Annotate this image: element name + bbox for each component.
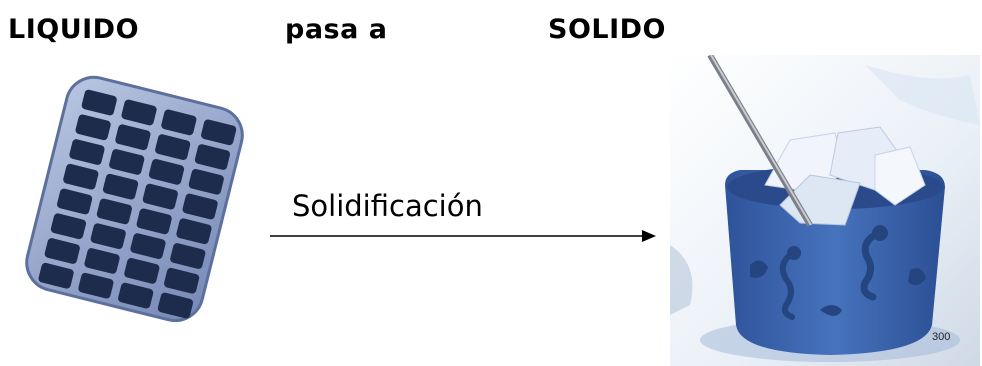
tray-cell: [182, 193, 218, 220]
tray-cell: [176, 218, 212, 245]
ice-bucket-icon: [670, 55, 980, 366]
tray-cell: [63, 163, 99, 190]
tray-cell: [75, 114, 111, 141]
tray-cell: [38, 262, 74, 289]
tray-cell: [44, 238, 80, 264]
tray-cell: [157, 292, 194, 319]
heading-pasa-a: pasa a: [285, 14, 388, 45]
tray-cell: [124, 258, 160, 284]
tray-cell: [118, 282, 154, 309]
tray-cell: [115, 124, 151, 151]
ice-cube-tray-icon: [25, 75, 244, 322]
tray-cell: [96, 198, 132, 225]
tray-cell: [50, 213, 87, 240]
tray-cell: [90, 223, 126, 250]
tray-cell: [164, 267, 200, 294]
tray-cell: [84, 248, 120, 274]
image-number: 300: [932, 331, 951, 343]
tray-cell: [69, 139, 105, 165]
tray-cell: [136, 208, 172, 235]
tray-cell: [57, 188, 93, 215]
heading-liquido: LIQUIDO: [8, 14, 140, 45]
tray-cell: [161, 109, 197, 136]
tray-cell: [130, 233, 166, 259]
process-label: Solidificación: [292, 189, 483, 223]
tray-cell: [148, 159, 185, 185]
tray-cell: [155, 134, 191, 160]
tray-cell: [109, 149, 145, 175]
tray-cell: [142, 183, 178, 210]
tray-cell: [201, 119, 237, 146]
heading-solido: SOLIDO: [548, 14, 667, 45]
tray-cell: [102, 173, 139, 200]
arrow-right-icon: [270, 230, 656, 242]
tray-cell: [188, 168, 224, 195]
tray-cell: [121, 99, 157, 126]
tray-cell: [81, 89, 117, 116]
tray-cell: [170, 243, 206, 269]
tray-cell: [78, 272, 114, 299]
tray-cell: [194, 144, 231, 170]
